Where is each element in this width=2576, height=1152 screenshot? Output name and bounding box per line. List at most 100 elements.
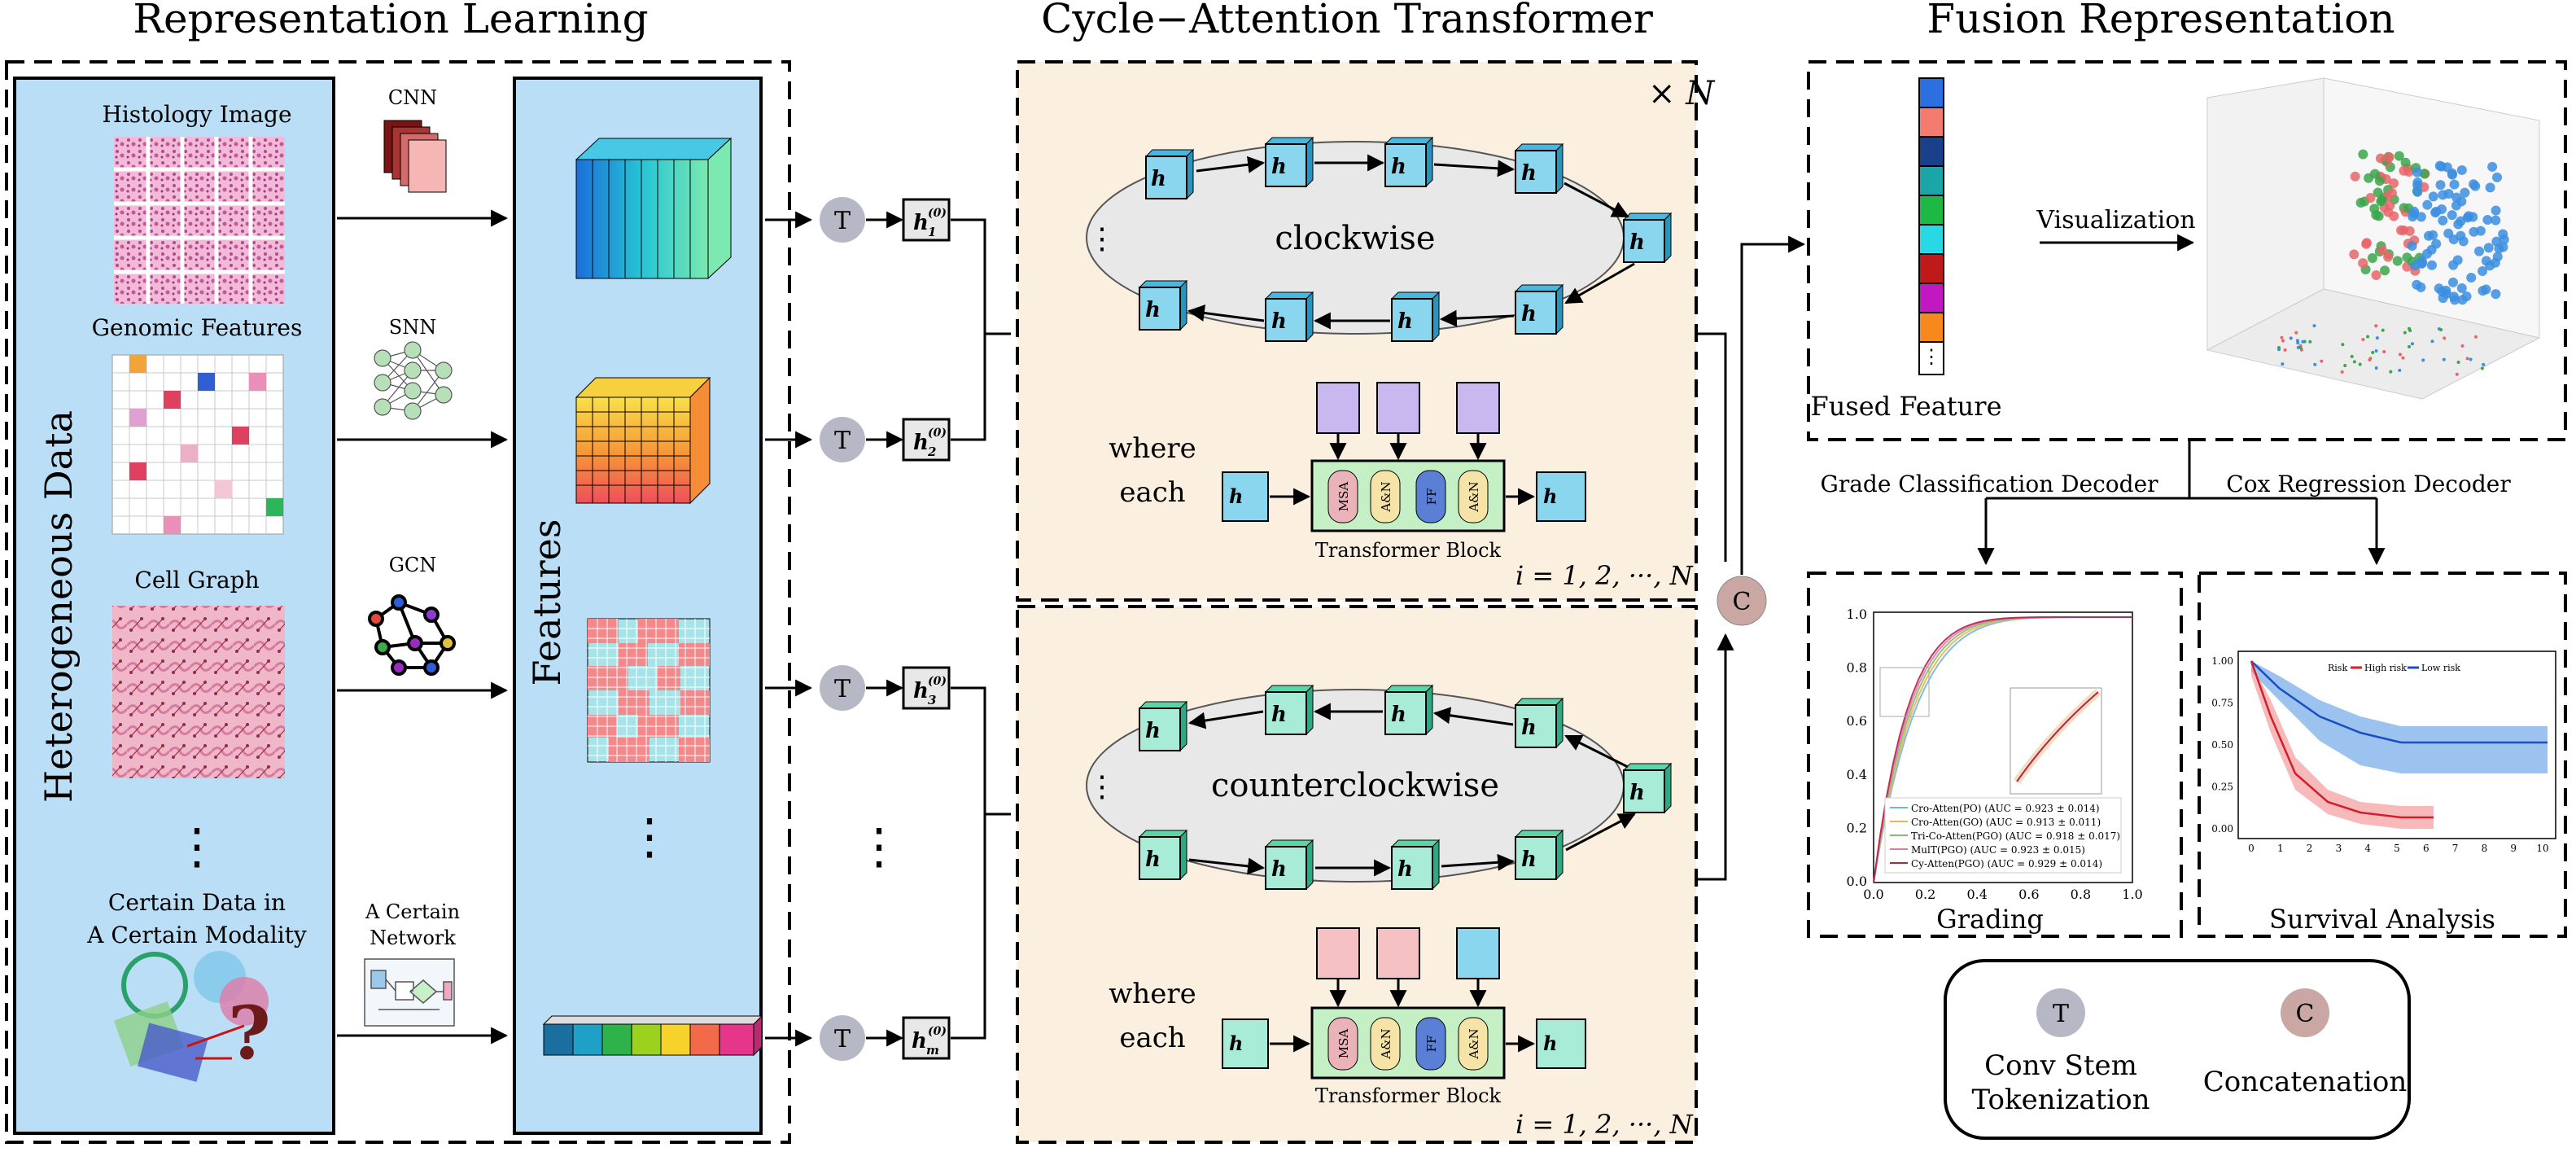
an-label-2b: A&N bbox=[1467, 1028, 1481, 1059]
scatter-shadow-point bbox=[2350, 354, 2354, 358]
scatter-point bbox=[2492, 172, 2503, 182]
scatter-shadow-point bbox=[2407, 344, 2411, 348]
scatter-shadow-point bbox=[2313, 362, 2317, 366]
ff-1 bbox=[1415, 470, 1446, 523]
tokenization-circle-2 bbox=[820, 417, 865, 462]
scatter-point bbox=[2498, 229, 2508, 239]
survival-xtick: 2 bbox=[2307, 843, 2313, 854]
scatter-shadow-point bbox=[2371, 350, 2375, 354]
cw-node-5 bbox=[1514, 283, 1564, 335]
ff-label-2: FF bbox=[1424, 1036, 1439, 1053]
i-range-2: i = 1, 2, ···, N bbox=[1515, 1109, 1694, 1140]
scatter-point bbox=[2474, 246, 2485, 256]
value-box-1 bbox=[1316, 382, 1360, 434]
scatter-point bbox=[2491, 215, 2501, 226]
input-h-box-1 bbox=[1222, 471, 1269, 522]
scatter-point bbox=[2470, 181, 2481, 191]
scatter-point bbox=[2373, 187, 2383, 198]
each-label-1: each bbox=[1119, 476, 1185, 509]
feature-cube-histology bbox=[575, 137, 733, 280]
survival-xtick: 10 bbox=[2536, 843, 2548, 854]
to-concat-lines bbox=[1696, 332, 1725, 881]
where-label-2: where bbox=[1109, 978, 1196, 1010]
certain-modality-collage: ? bbox=[113, 951, 271, 1082]
scatter-shadow-point bbox=[2375, 336, 2379, 340]
cw-node-2 bbox=[1384, 136, 1434, 188]
histology-image bbox=[114, 137, 285, 304]
scatter-point bbox=[2412, 186, 2423, 197]
scatter-shadow-point bbox=[2421, 358, 2425, 362]
grading-legend-entry: MulT(PGO) (AUC = 0.923 ± 0.015) bbox=[1911, 844, 2085, 856]
token-h2-box bbox=[902, 418, 951, 462]
survival-highrisk-band bbox=[2251, 664, 2434, 829]
scatter-shadow-point bbox=[2368, 358, 2372, 362]
scatter-point bbox=[2456, 230, 2466, 241]
scatter-point bbox=[2449, 179, 2460, 190]
scatter-point bbox=[2428, 230, 2438, 240]
scatter-point bbox=[2478, 286, 2488, 296]
scatter-shadow-point bbox=[2301, 339, 2305, 344]
certain-data-line2: A Certain Modality bbox=[86, 922, 307, 948]
scatter-shadow-point bbox=[2343, 364, 2347, 368]
cell-graph-label: Cell Graph bbox=[134, 567, 259, 594]
fused-feature-vector bbox=[1918, 77, 1944, 375]
token-t-m: T bbox=[834, 1025, 851, 1053]
ccw-node-7 bbox=[1264, 839, 1314, 891]
scatter-shadow-point bbox=[2340, 370, 2344, 374]
counterclockwise-label: counterclockwise bbox=[1211, 767, 1499, 804]
survival-label: Survival Analysis bbox=[2269, 904, 2495, 935]
scatter-point bbox=[2491, 205, 2501, 216]
survival-xtick: 4 bbox=[2364, 843, 2371, 854]
scatter-shadow-point bbox=[2456, 361, 2460, 365]
scatter-point bbox=[2365, 192, 2376, 203]
scatter-point bbox=[2399, 165, 2409, 176]
scatter-shadow-point bbox=[2443, 336, 2447, 340]
output-h-1: h bbox=[1543, 484, 1557, 508]
i-range-1: i = 1, 2, ···, N bbox=[1515, 560, 1694, 591]
scatter-shadow-point bbox=[2374, 348, 2378, 353]
scatter-point bbox=[2416, 282, 2426, 292]
scatter-point bbox=[2367, 253, 2377, 264]
cnn-label: CNN bbox=[388, 86, 437, 109]
token-h3-box bbox=[902, 666, 951, 710]
clockwise-nodes bbox=[1138, 136, 1673, 343]
scatter-point bbox=[2422, 199, 2433, 210]
token-t-2: T bbox=[834, 427, 851, 455]
cw-label-8: h bbox=[1145, 298, 1161, 322]
survival-xtick: 3 bbox=[2336, 843, 2342, 854]
scatter-shadow-point bbox=[2320, 359, 2324, 363]
concatenation-circle bbox=[1717, 576, 1767, 626]
scatter-shadow-point bbox=[2465, 357, 2469, 361]
grading-ytick: 0.4 bbox=[1847, 767, 1867, 782]
scatter-shadow-point bbox=[2312, 324, 2316, 328]
grading-ytick: 0.6 bbox=[1847, 713, 1867, 729]
an-2a bbox=[1370, 1017, 1401, 1071]
cw-label-3: h bbox=[1521, 161, 1537, 186]
scatter-point bbox=[2371, 269, 2381, 280]
an-2b bbox=[1458, 1017, 1489, 1071]
grading-roc-curve bbox=[1873, 616, 2132, 883]
scatter-shadow-point bbox=[2358, 362, 2362, 366]
survival-xtick: 5 bbox=[2394, 843, 2400, 854]
survival-ytick: 0.00 bbox=[2211, 823, 2233, 834]
survival-lowrisk-curve bbox=[2250, 660, 2548, 744]
scatter-shadow-point bbox=[2442, 357, 2446, 361]
scatter-point bbox=[2386, 188, 2397, 199]
token-hm-sub: m bbox=[926, 1043, 939, 1058]
scatter-shadow-point bbox=[2403, 331, 2407, 335]
scatter-point bbox=[2394, 151, 2404, 161]
grading-ytick: 0.0 bbox=[1847, 874, 1867, 889]
features-ellipsis: ⋮ bbox=[625, 808, 674, 865]
scatter-point bbox=[2377, 245, 2387, 256]
counterclockwise-arrows bbox=[1187, 703, 1636, 877]
scatter-shadow-point bbox=[2398, 368, 2402, 372]
scatter-shadow-point bbox=[2439, 328, 2443, 332]
scatter-point bbox=[2402, 252, 2412, 263]
scatter-point bbox=[2358, 149, 2368, 160]
scatter-shadow-point bbox=[2408, 326, 2412, 331]
survival-xtick: 1 bbox=[2277, 843, 2284, 854]
scatter-point bbox=[2428, 191, 2438, 202]
ccw-node-m bbox=[1138, 700, 1188, 752]
scatter-point bbox=[2487, 161, 2498, 172]
